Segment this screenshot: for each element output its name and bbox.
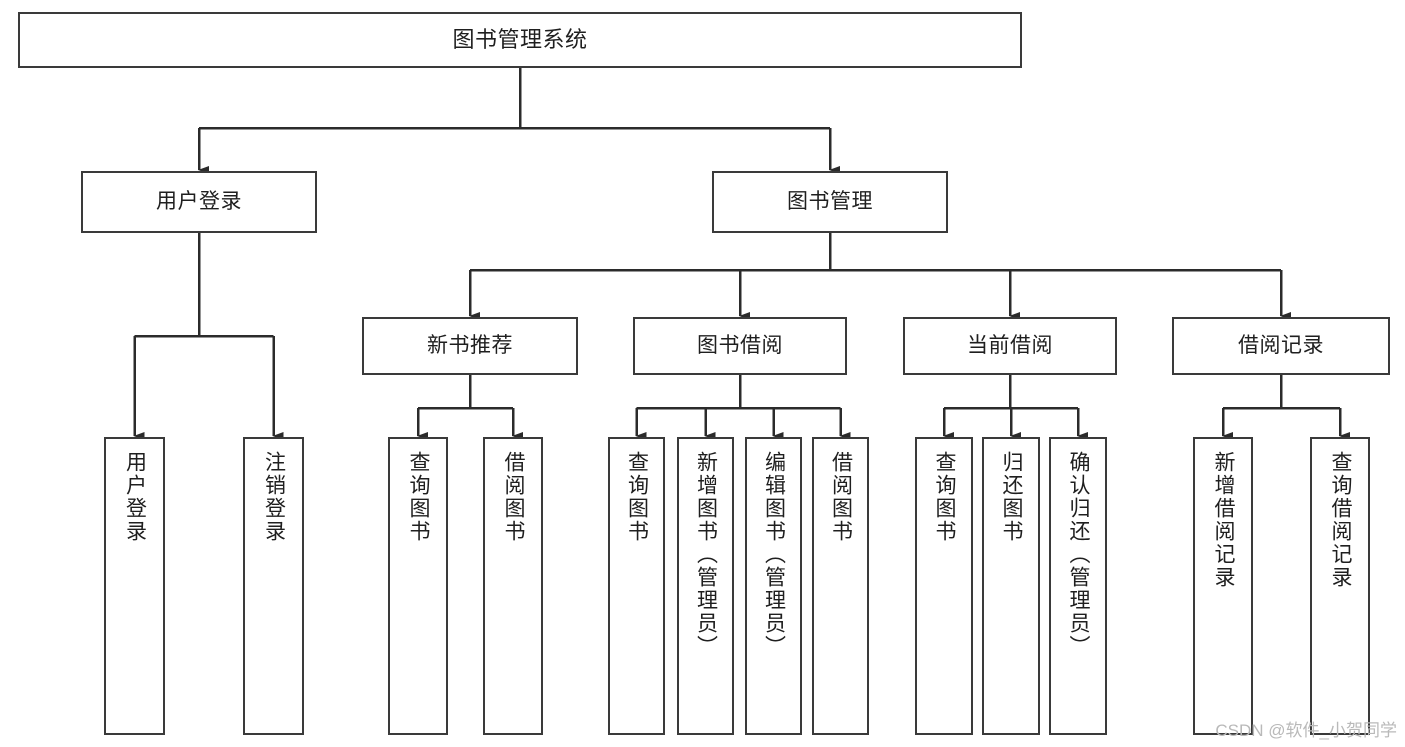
node-c_query[interactable]: 查询图书 <box>915 437 973 735</box>
node-label: 借阅图书 <box>829 451 853 543</box>
node-n_borrow[interactable]: 借阅图书 <box>483 437 543 735</box>
node-label: 新增图书（管理员） <box>694 451 718 658</box>
node-b_add[interactable]: 新增图书（管理员） <box>677 437 734 735</box>
node-label: 编辑图书（管理员） <box>762 451 786 658</box>
node-label: 新书推荐 <box>427 333 513 357</box>
node-label: 借阅记录 <box>1238 333 1324 357</box>
node-b_edit[interactable]: 编辑图书（管理员） <box>745 437 802 735</box>
node-label: 借阅图书 <box>502 451 526 543</box>
node-label: 图书管理系统 <box>452 27 588 53</box>
node-label: 查询借阅记录 <box>1329 451 1353 589</box>
node-c_confirm[interactable]: 确认归还（管理员） <box>1049 437 1107 735</box>
node-label: 查询图书 <box>625 451 649 543</box>
node-b_lend[interactable]: 借阅图书 <box>812 437 869 735</box>
node-label: 查询图书 <box>933 451 957 543</box>
node-label: 查询图书 <box>407 451 431 543</box>
node-n_query[interactable]: 查询图书 <box>388 437 448 735</box>
node-records[interactable]: 借阅记录 <box>1172 317 1390 375</box>
node-label: 用户登录 <box>123 451 147 543</box>
node-l_login[interactable]: 用户登录 <box>104 437 165 735</box>
node-label: 归还图书 <box>1000 451 1024 543</box>
node-c_return[interactable]: 归还图书 <box>982 437 1040 735</box>
watermark: CSDN @软件_小贺同学 <box>1215 721 1397 740</box>
node-l_logout[interactable]: 注销登录 <box>243 437 304 735</box>
node-current[interactable]: 当前借阅 <box>903 317 1117 375</box>
node-r_query[interactable]: 查询借阅记录 <box>1310 437 1370 735</box>
node-newbook[interactable]: 新书推荐 <box>362 317 578 375</box>
node-root[interactable]: 图书管理系统 <box>18 12 1022 68</box>
node-bookmgmt[interactable]: 图书管理 <box>712 171 948 233</box>
node-label: 确认归还（管理员） <box>1067 451 1091 658</box>
node-label: 当前借阅 <box>967 333 1053 357</box>
node-label: 用户登录 <box>156 189 242 213</box>
node-borrow[interactable]: 图书借阅 <box>633 317 847 375</box>
node-label: 新增借阅记录 <box>1212 451 1236 589</box>
node-label: 注销登录 <box>262 451 286 543</box>
node-r_add[interactable]: 新增借阅记录 <box>1193 437 1253 735</box>
node-login[interactable]: 用户登录 <box>81 171 317 233</box>
node-b_query[interactable]: 查询图书 <box>608 437 665 735</box>
node-label: 图书借阅 <box>697 333 783 357</box>
node-label: 图书管理 <box>787 189 873 213</box>
